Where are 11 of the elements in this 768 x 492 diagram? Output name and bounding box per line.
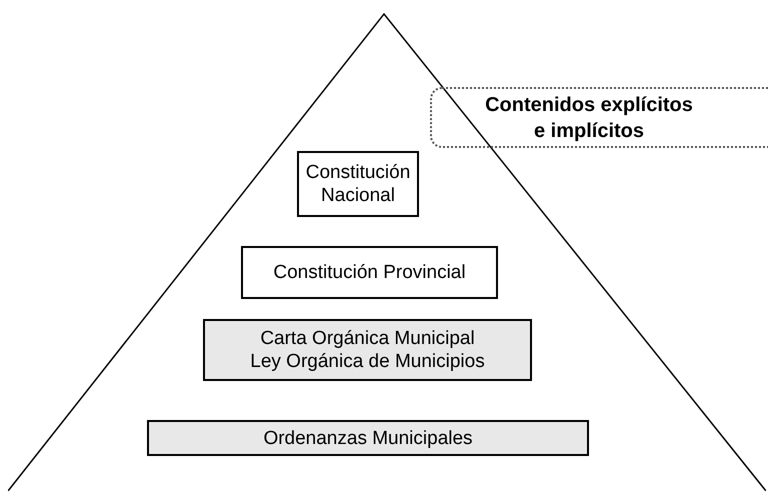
hierarchy-level-box <box>241 246 498 299</box>
level-label: Ley Orgánica de Municipios <box>250 350 485 373</box>
level-label: Constitución Nacional <box>304 161 412 207</box>
callout-box <box>430 87 768 148</box>
hierarchy-level-box <box>297 151 419 217</box>
level-label: Constitución Provincial <box>273 261 466 284</box>
hierarchy-level-box <box>203 319 532 381</box>
level-label: Ordenanzas Municipales <box>263 426 473 450</box>
hierarchy-level-box <box>147 420 589 456</box>
callout-text: Contenidos explícitos e implícitos <box>484 92 694 144</box>
level-label: Carta Orgánica Municipal <box>260 327 475 350</box>
